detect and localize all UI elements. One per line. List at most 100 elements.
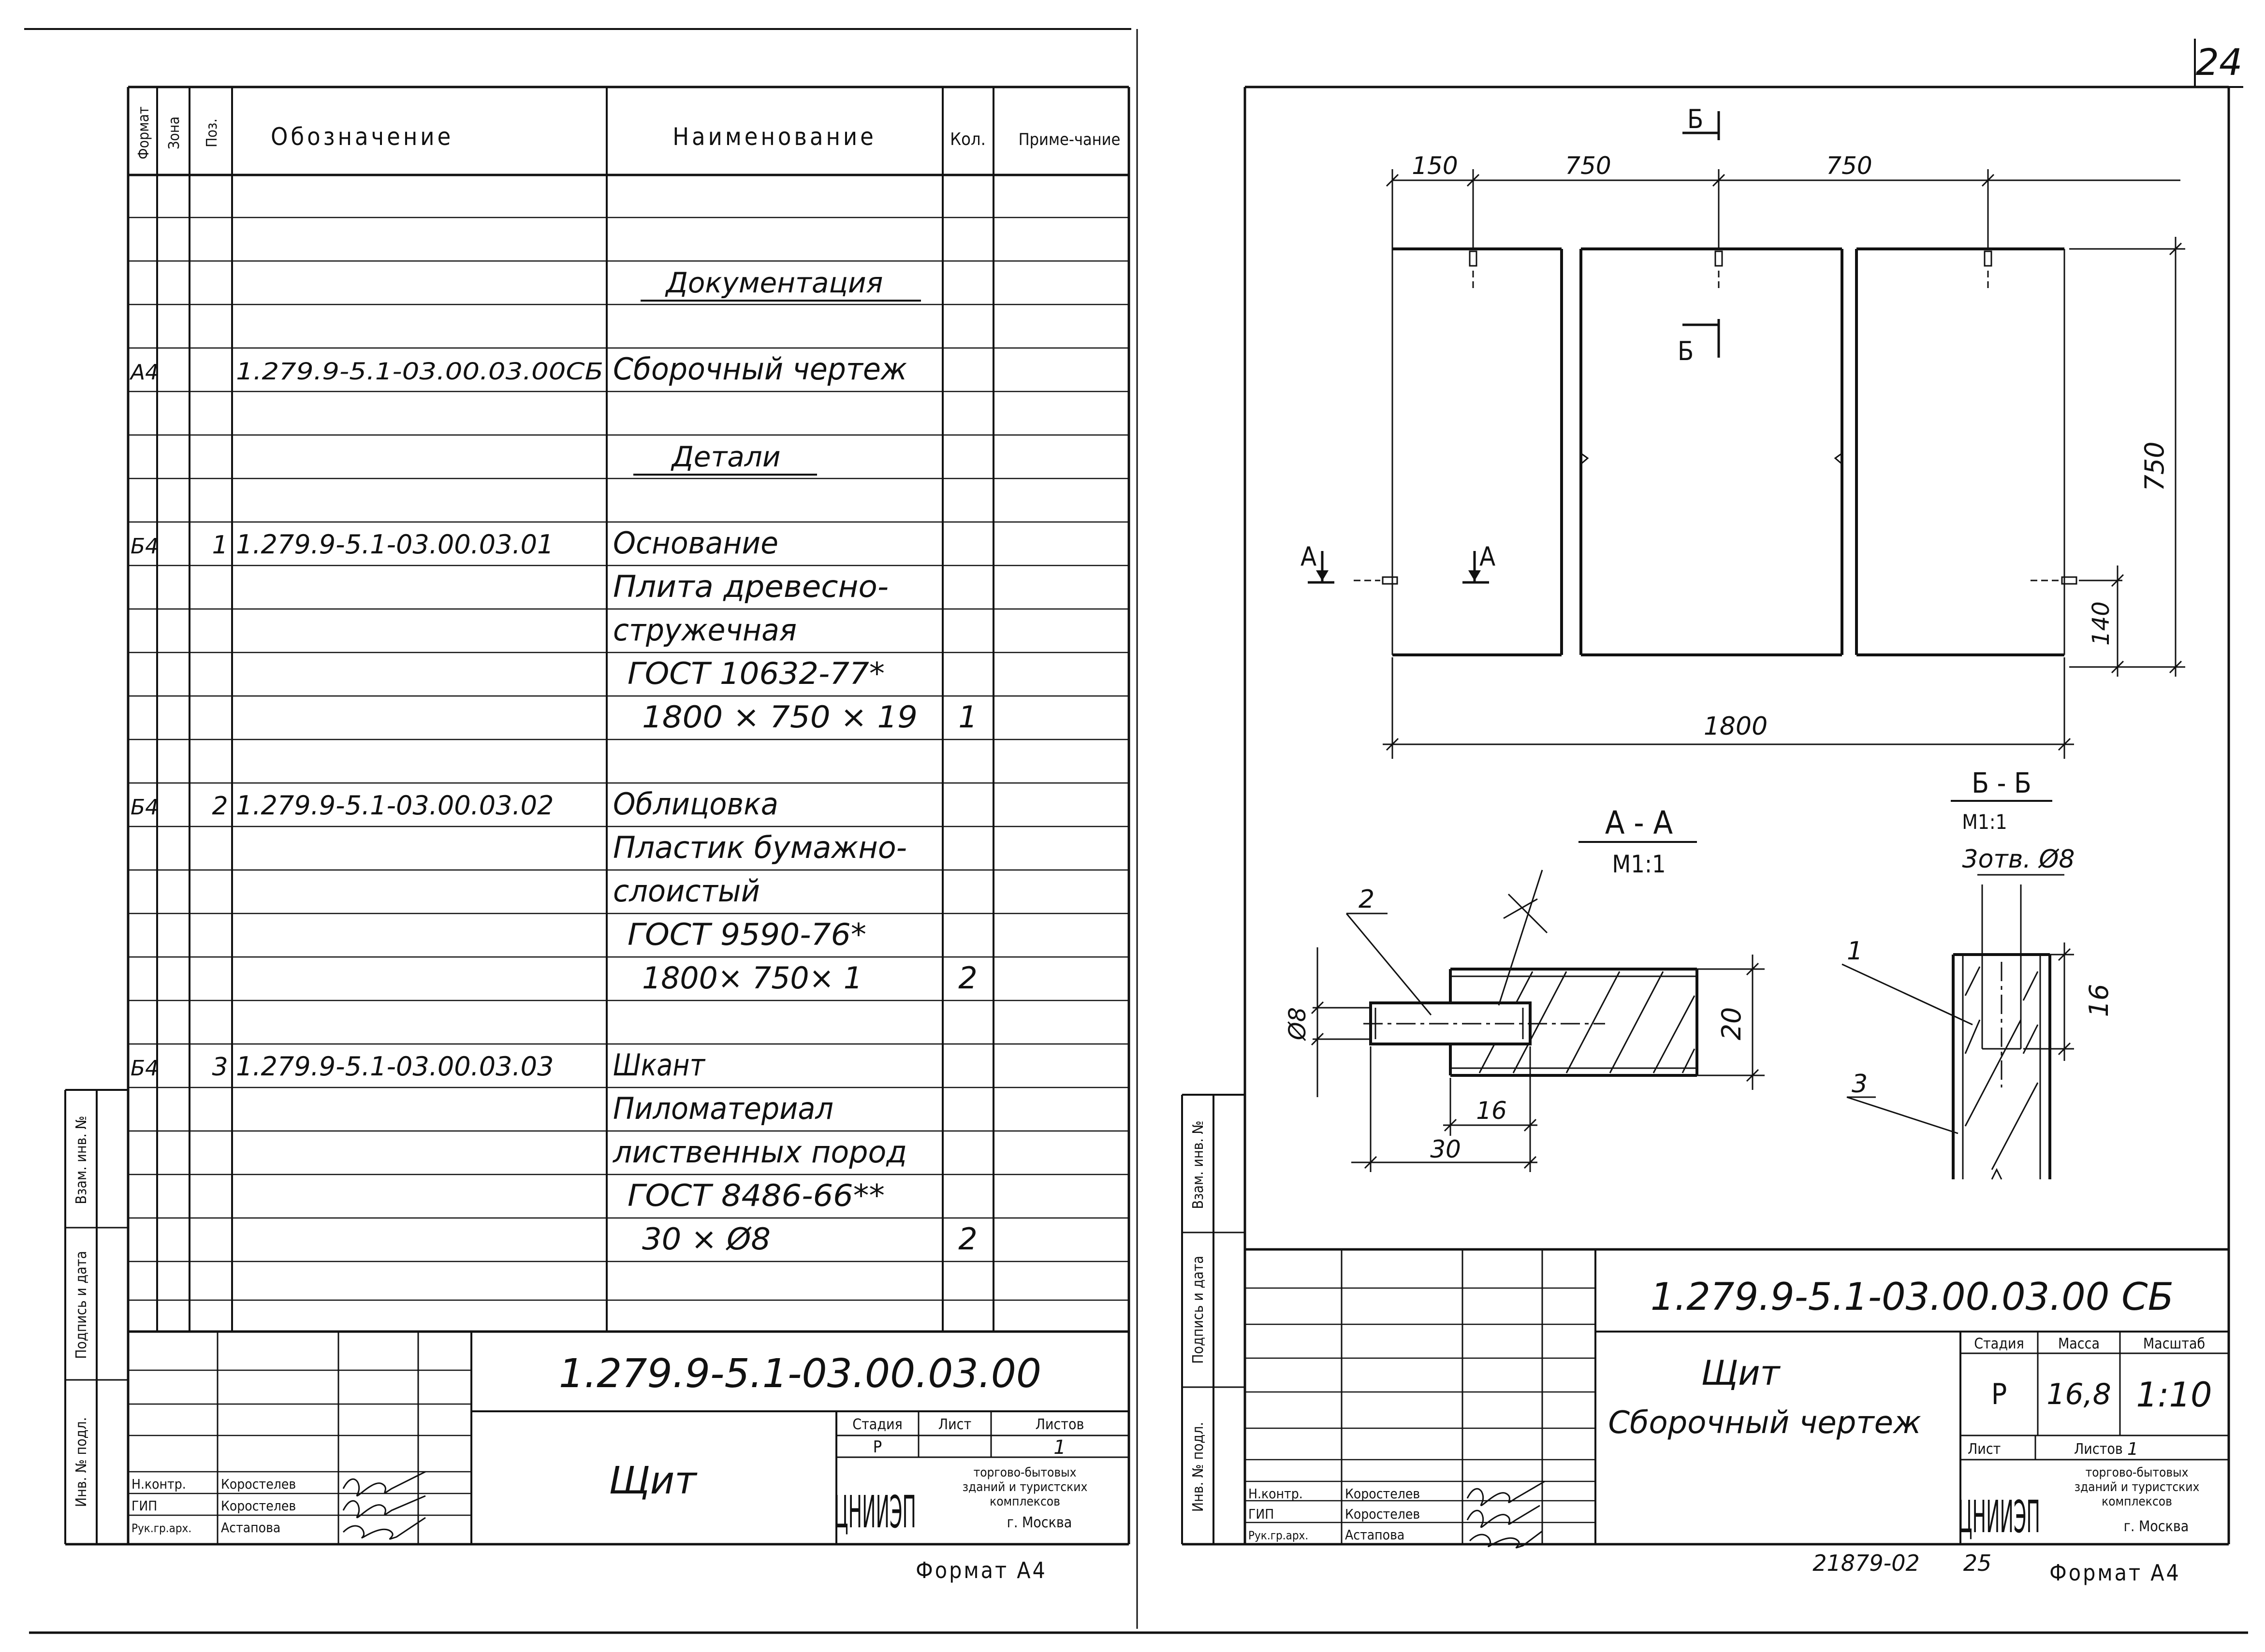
left-name-0: Коростелев	[221, 1476, 296, 1492]
spec-cell-format: А4	[129, 360, 159, 385]
spec-cell-name: Плита древесно-	[613, 569, 889, 604]
left-signatures	[342, 1471, 426, 1540]
left-doc-code: 1.279.9-5.1-03.00.03.00	[559, 1351, 1041, 1397]
right-sheets-value: 1	[2127, 1439, 2138, 1459]
callout-1: 1	[1847, 937, 1863, 966]
left-title-block: 1.279.9-5.1-03.00.03.00 Щит Стадия Лист …	[128, 1332, 1129, 1544]
header-qty: Кол.	[950, 130, 986, 149]
left-org-logo: ЦНИИЭП	[834, 1486, 916, 1538]
right-role-2: Рук.гр.арх.	[1248, 1529, 1308, 1542]
right-org-line-0: торгово-бытовых	[2086, 1465, 2189, 1480]
left-side-label-2: Взам. инв. №	[73, 1116, 90, 1204]
right-mass-label: Масса	[2058, 1335, 2100, 1352]
plan-view: 150 750 750 750 140	[1301, 104, 2185, 759]
right-doc-title-1: Щит	[1701, 1353, 1781, 1393]
right-signatures	[1466, 1480, 1545, 1549]
dim-height-750: 750	[2139, 441, 2170, 491]
spec-cell-name: Облицовка	[613, 786, 778, 822]
right-scale-value: 1:10	[2136, 1375, 2212, 1415]
section-documentation: Документация	[665, 266, 883, 299]
dim-top-150: 150	[1412, 152, 1458, 180]
spec-cell-name: лиственных пород	[613, 1134, 907, 1170]
section-bb: Б - Б М1:1 3отв. Ø8	[1841, 767, 2114, 1180]
left-role-0: Н.контр.	[132, 1476, 186, 1492]
left-side-label-1: Подпись и дата	[73, 1251, 90, 1359]
spec-cell-name: Шкант	[613, 1047, 706, 1083]
aa-dim-d8: Ø8	[1284, 1007, 1311, 1041]
section-bb-title: Б - Б	[1972, 767, 2031, 799]
right-org-line-1: зданий и туристских	[2075, 1480, 2200, 1494]
right-side-label-2: Взам. инв. №	[1190, 1120, 1207, 1209]
callout-2: 3	[1852, 1070, 1868, 1099]
left-sheets-value: 1	[1053, 1436, 1066, 1459]
left-side-stamp: Инв. № подл. Подпись и дата Взам. инв. №	[64, 1089, 128, 1544]
bb-dim-16: 16	[2084, 984, 2114, 1017]
spec-cell-designation: 1.279.9-5.1-03.00.03.02	[236, 790, 554, 821]
right-name-2: Астапова	[1345, 1527, 1404, 1543]
spec-cell-qty: 1	[958, 699, 977, 735]
right-stage-label: Стадия	[1974, 1335, 2024, 1352]
left-sheets-label: Листов	[1036, 1416, 1084, 1433]
spec-cell-designation: 1.279.9-5.1-03.00.03.01	[236, 529, 554, 560]
spec-cell-name: Сборочный чертеж	[613, 351, 907, 387]
right-role-0: Н.контр.	[1248, 1486, 1303, 1502]
right-sheets-label: Листов	[2074, 1441, 2123, 1458]
left-org-line-3: г. Москва	[1007, 1514, 1072, 1531]
section-mark-b-mid: Б	[1678, 336, 1694, 366]
dim-top-750-b: 750	[1826, 152, 1872, 180]
spec-cell-name: Пластик бумажно-	[613, 830, 907, 865]
spec-cell-name: ГОСТ 9590-76*	[628, 917, 866, 952]
spec-cell-qty: 2	[958, 1221, 977, 1257]
dim-top-750-a: 750	[1565, 152, 1611, 180]
spec-row-lines	[128, 217, 1129, 1301]
left-org-line-0: торгово-бытовых	[974, 1465, 1077, 1480]
page-number: 24	[2196, 41, 2243, 84]
aa-dim-20: 20	[1716, 1007, 1747, 1041]
spec-cell-pos: 2	[212, 792, 228, 821]
right-side-label-0: Инв. № подл.	[1190, 1422, 1207, 1512]
section-mark-b-top: Б	[1687, 104, 1703, 134]
right-format-note: Формат А4	[2049, 1560, 2181, 1586]
spec-cell-format: Б4	[131, 1056, 159, 1081]
spec-cell-name: 1800 × 750 × 19	[642, 699, 918, 735]
left-sheet: Формат Зона Поз. Обозначение Наименовани…	[64, 86, 1130, 1583]
holes-note: 3отв. Ø8	[1962, 845, 2075, 874]
left-stage-value: Р	[873, 1437, 882, 1457]
spec-cell-name: ГОСТ 8486-66**	[628, 1178, 885, 1213]
header-zone: Зона	[166, 116, 183, 149]
right-mass-value: 16,8	[2046, 1377, 2111, 1411]
section-mark-a-left: А	[1301, 541, 1316, 572]
left-org-line-1: зданий и туристских	[963, 1480, 1088, 1494]
right-sheet-label: Лист	[1968, 1441, 2001, 1458]
left-doc-title: Щит	[609, 1459, 698, 1503]
section-mark-a-right: А	[1479, 541, 1495, 572]
left-side-label-0: Инв. № подл.	[73, 1417, 90, 1507]
right-role-1: ГИП	[1248, 1506, 1274, 1522]
left-sheet-label: Лист	[938, 1416, 971, 1433]
left-name-2: Астапова	[221, 1520, 280, 1536]
right-doc-title-2: Сборочный чертеж	[1608, 1405, 1921, 1441]
section-bb-scale: М1:1	[1962, 810, 2007, 834]
callout-3: 2	[1359, 885, 1374, 914]
spec-cell-qty: 2	[958, 960, 977, 996]
header-note: Приме-чание	[1019, 130, 1121, 149]
right-org-line-2: комплексов	[2102, 1494, 2172, 1509]
spec-cell-name: ГОСТ 10632-77*	[628, 656, 885, 691]
right-title-block: 1.279.9-5.1-03.00.03.00 СБ Щит Сборочный…	[1245, 1248, 2229, 1549]
section-parts: Детали	[670, 440, 780, 473]
page-sub-number: 25	[1963, 1550, 1992, 1576]
left-role-1: ГИП	[132, 1498, 157, 1514]
section-aa-title: А - А	[1605, 804, 1673, 841]
spec-cell-format: Б4	[131, 534, 159, 559]
spec-cell-format: Б4	[131, 795, 159, 820]
aa-dim-30: 30	[1430, 1135, 1461, 1163]
right-doc-code: 1.279.9-5.1-03.00.03.00 СБ	[1651, 1275, 2174, 1319]
spec-cell-pos: 3	[212, 1053, 228, 1082]
header-designation: Обозначение	[271, 123, 453, 151]
section-aa-scale: М1:1	[1612, 850, 1666, 878]
spec-cell-name: Пиломатериал	[613, 1091, 833, 1126]
header-pos: Поз.	[204, 118, 220, 147]
left-role-2: Рук.гр.арх.	[132, 1522, 191, 1535]
